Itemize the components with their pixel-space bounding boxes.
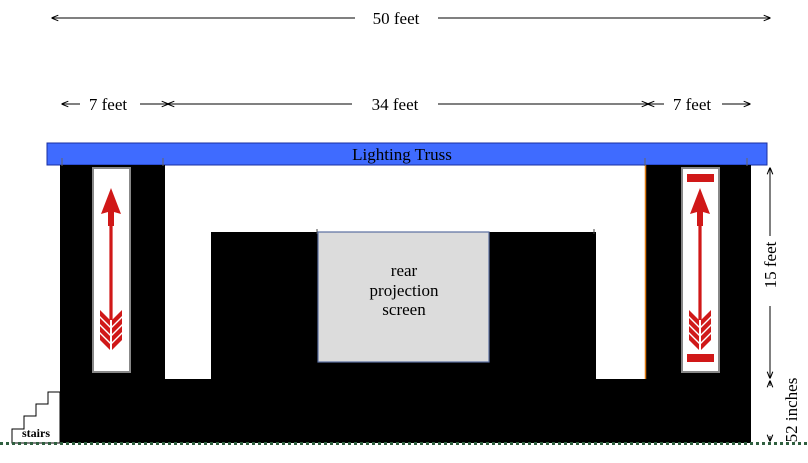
center-span-label: 34 feet bbox=[372, 95, 419, 114]
screen-label-line-2: projection bbox=[370, 281, 439, 300]
left-wing-label: 7 feet bbox=[89, 95, 128, 114]
screen-label-line-1: rear bbox=[391, 261, 418, 280]
platform-height-label: 52 inches bbox=[782, 378, 801, 443]
dimension-left-wing: 7 feet bbox=[62, 95, 168, 114]
dimension-total-width: 50 feet bbox=[52, 9, 770, 28]
dimension-center-span: 34 feet bbox=[168, 95, 648, 114]
stairs-label: stairs bbox=[22, 426, 50, 440]
right-banner bbox=[681, 167, 720, 373]
rear-projection-screen: rear projection screen bbox=[317, 231, 490, 363]
lighting-truss-label: Lighting Truss bbox=[352, 145, 452, 164]
right-wing-label: 7 feet bbox=[673, 95, 712, 114]
platform bbox=[60, 379, 751, 443]
left-banner bbox=[92, 167, 131, 373]
screen-label-line-3: screen bbox=[382, 300, 426, 319]
total-width-label: 50 feet bbox=[373, 9, 420, 28]
dimension-height: 15 feet bbox=[761, 168, 780, 378]
dimension-platform-height: 52 inches bbox=[770, 378, 801, 443]
stairs: stairs bbox=[11, 391, 61, 444]
dimension-right-wing: 7 feet bbox=[648, 95, 750, 114]
lighting-truss: Lighting Truss bbox=[46, 142, 768, 166]
height-label: 15 feet bbox=[761, 241, 780, 288]
